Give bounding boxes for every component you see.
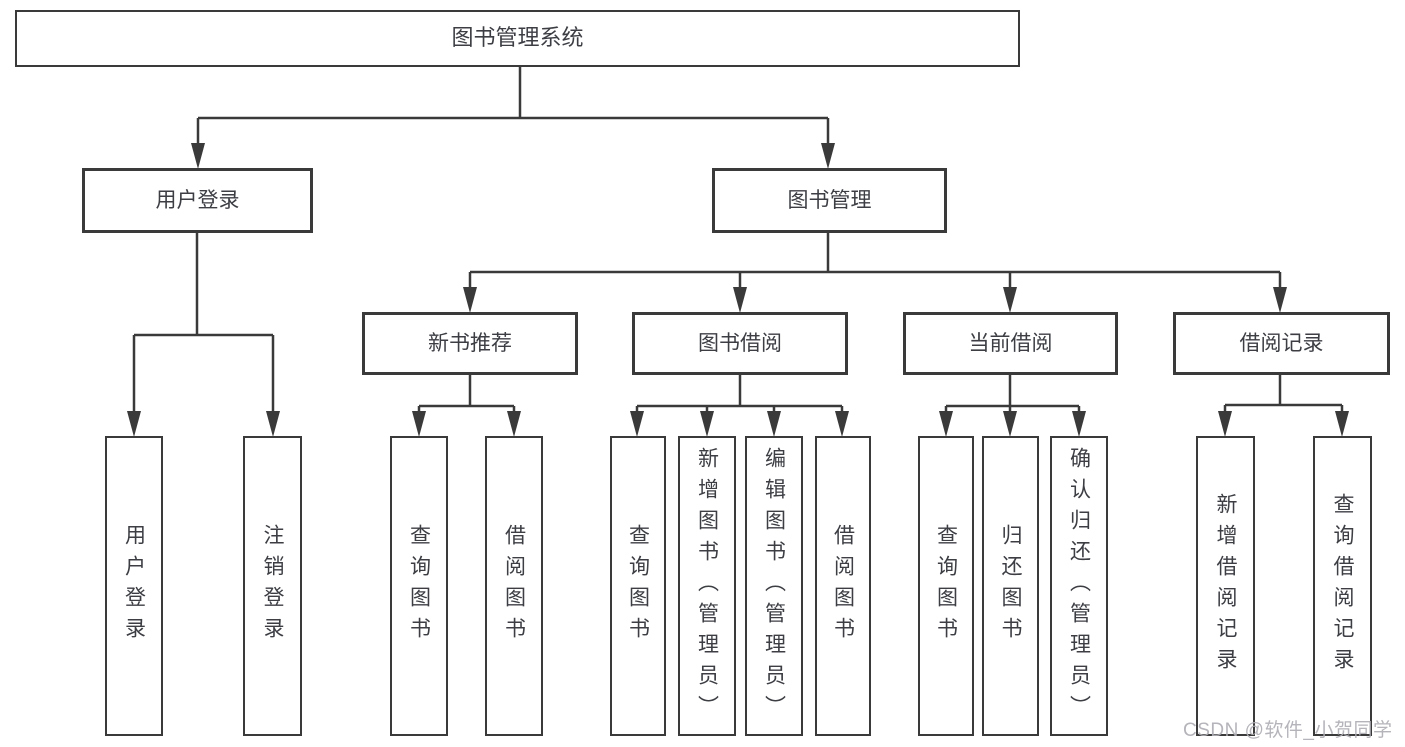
leaf-query-book-current-label: 查询图书	[934, 524, 958, 648]
leaf-add-borrow-record-label: 新增借阅记录	[1214, 493, 1237, 679]
leaf-query-book-borrow: 查询图书	[610, 436, 666, 736]
leaf-return-book-label: 归还图书	[999, 524, 1022, 648]
node-user-login-label: 用户登录	[155, 188, 240, 212]
node-new-book-recommend: 新书推荐	[362, 312, 578, 375]
node-book-management: 图书管理	[712, 168, 947, 233]
connector-new-book-recommend-to-leaves	[417, 375, 516, 414]
connector-root-to-level2	[196, 67, 830, 146]
leaf-logout: 注销登录	[243, 436, 302, 736]
leaf-borrow-book: 借阅图书	[815, 436, 871, 736]
leaf-borrow-book-label: 借阅图书	[831, 524, 855, 648]
leaf-add-book-admin: 新增图书（管理员）	[678, 436, 736, 736]
leaf-add-borrow-record: 新增借阅记录	[1196, 436, 1255, 736]
node-current-borrow-label: 当前借阅	[968, 331, 1053, 355]
node-borrow-record: 借阅记录	[1173, 312, 1390, 375]
csdn-watermark: CSDN @软件_小贺同学	[1183, 720, 1393, 741]
leaf-user-login: 用户登录	[105, 436, 163, 736]
leaf-query-book-recommend-label: 查询图书	[407, 524, 431, 648]
leaf-query-book-recommend: 查询图书	[390, 436, 448, 736]
leaf-borrow-book-recommend: 借阅图书	[485, 436, 543, 736]
node-book-borrow: 图书借阅	[632, 312, 848, 375]
leaf-user-login-label: 用户登录	[122, 524, 146, 648]
connector-current-borrow-to-leaves	[944, 375, 1081, 414]
leaf-edit-book-admin: 编辑图书（管理员）	[745, 436, 803, 736]
leaf-add-book-admin-label: 新增图书（管理员）	[695, 446, 719, 726]
node-book-management-label: 图书管理	[787, 188, 872, 212]
leaf-return-book: 归还图书	[982, 436, 1039, 736]
leaf-logout-label: 注销登录	[261, 524, 284, 648]
leaf-query-book-current: 查询图书	[918, 436, 974, 736]
leaf-query-borrow-record-label: 查询借阅记录	[1331, 493, 1354, 679]
node-user-login: 用户登录	[82, 168, 313, 233]
leaf-edit-book-admin-label: 编辑图书（管理员）	[762, 446, 786, 726]
connector-user-login-to-leaves	[132, 233, 275, 414]
node-root-system: 图书管理系统	[15, 10, 1020, 67]
leaf-confirm-return-admin-label: 确认归还（管理员）	[1067, 446, 1091, 726]
node-root-system-label: 图书管理系统	[451, 25, 584, 51]
connector-book-borrow-to-leaves	[635, 375, 844, 414]
node-new-book-recommend-label: 新书推荐	[428, 331, 512, 355]
leaf-query-borrow-record: 查询借阅记录	[1313, 436, 1372, 736]
leaf-confirm-return-admin: 确认归还（管理员）	[1050, 436, 1108, 736]
node-book-borrow-label: 图书借阅	[698, 331, 782, 355]
connector-book-management-to-level3	[468, 233, 1282, 290]
leaf-query-book-borrow-label: 查询图书	[626, 524, 650, 648]
node-current-borrow: 当前借阅	[903, 312, 1118, 375]
node-borrow-record-label: 借阅记录	[1239, 331, 1324, 355]
leaf-borrow-book-recommend-label: 借阅图书	[502, 524, 526, 648]
connector-borrow-record-to-leaves	[1223, 375, 1344, 414]
